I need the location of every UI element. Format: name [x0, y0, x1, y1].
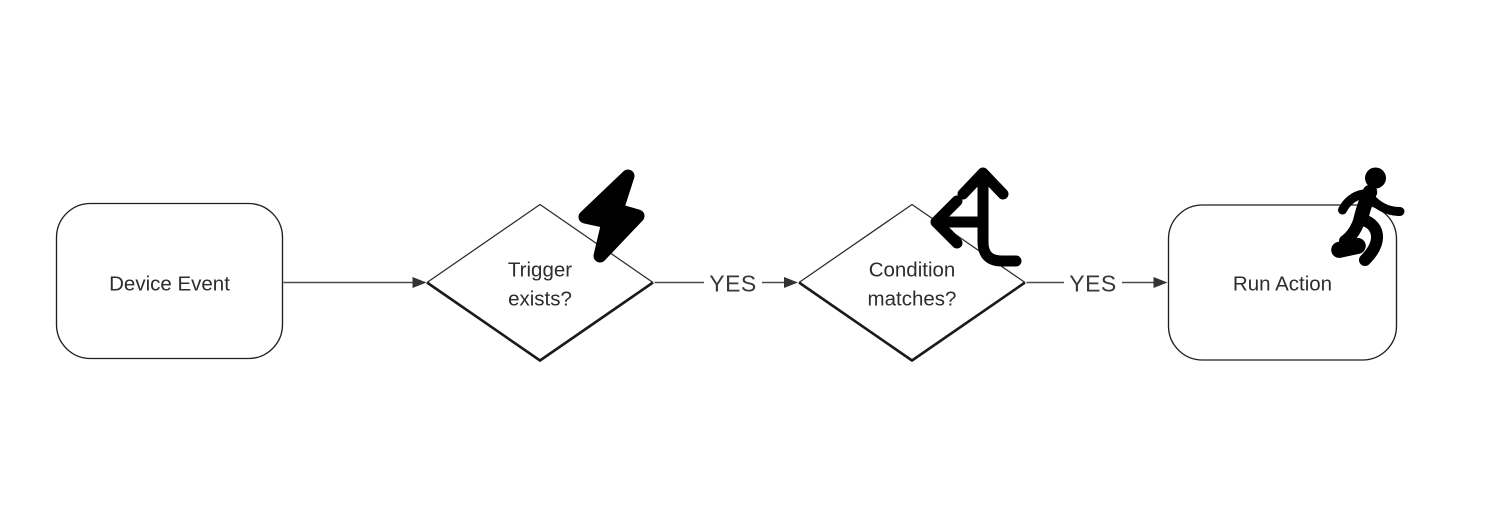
runner-head	[1365, 167, 1386, 189]
node-run-action: Run Action	[1167, 167, 1405, 361]
device-event-box	[55, 202, 284, 360]
runner-rear-arm	[1338, 189, 1368, 215]
edge-condition-to-run: YES	[1026, 271, 1168, 297]
edge-trigger-to-condition: YES	[654, 271, 798, 297]
diamond-fill	[799, 204, 1025, 361]
lightning-bolt-icon	[578, 169, 645, 263]
running-person-icon	[1331, 167, 1405, 266]
fork-left-arrowhead	[930, 195, 963, 249]
node-device-event: Device Event	[55, 202, 284, 360]
diamond-bottom-edges	[798, 281, 1026, 363]
runner-shoe	[1331, 237, 1366, 258]
node-label-line2: exists?	[508, 288, 572, 311]
fork-main-path	[977, 170, 1022, 267]
node-label-line2: matches?	[868, 288, 957, 311]
edge-label-yes-1: YES	[709, 271, 757, 297]
bolt-shape	[578, 169, 645, 263]
node-label-line1: Condition	[869, 259, 956, 282]
node-condition-matches: Condition matches?	[798, 167, 1026, 363]
runner-front-arm	[1363, 190, 1405, 216]
runner-front-leg	[1354, 213, 1383, 266]
edge-label-yes-2: YES	[1069, 271, 1117, 297]
diamond-top-edges	[426, 203, 654, 284]
node-label: Device Event	[109, 273, 230, 296]
node-trigger-exists: Trigger exists?	[426, 169, 654, 363]
node-label: Run Action	[1233, 273, 1332, 296]
node-label-line1: Trigger	[508, 259, 572, 282]
edge-device-event-to-trigger	[283, 277, 427, 288]
runner-rear-leg	[1339, 212, 1366, 247]
arrowhead-icon	[1153, 277, 1168, 288]
arrowhead-icon	[784, 277, 798, 288]
fork-up-arrowhead	[957, 167, 1009, 200]
directions-fork-icon	[930, 167, 1022, 267]
arrowhead-icon	[412, 277, 427, 288]
diamond-bottom-edges	[426, 281, 654, 363]
